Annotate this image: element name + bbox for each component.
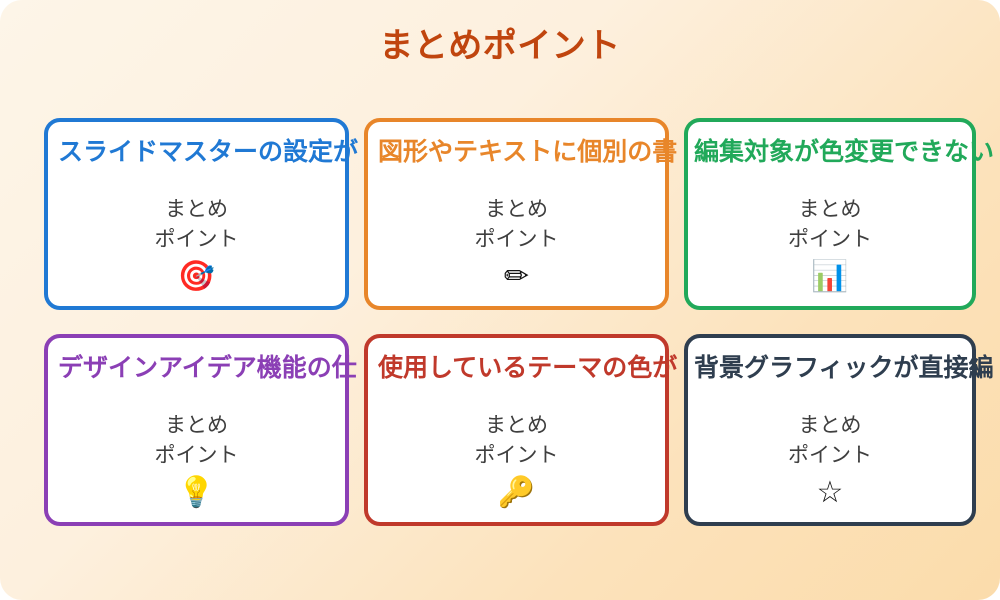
card-body-text: まとめ ポイント [788,413,872,468]
star-icon: ☆ [816,475,844,510]
card-body-text: まとめ ポイント [474,413,559,468]
bar-chart-icon: 📊 [811,259,849,294]
summary-card[interactable]: 使用しているテーマの色が まとめ ポイント 🔑 [364,334,677,526]
card-title: 背景グラフィックが直接編 [694,353,994,382]
target-dart-icon: 🎯 [177,259,216,294]
summary-card[interactable]: スライドマスターの設定が まとめ ポイント 🎯 [44,118,358,310]
summary-card-grid: スライドマスターの設定が まとめ ポイント 🎯 図形やテキストに個別の書 まとめ… [44,118,994,526]
card-body-text: まとめ ポイント [154,413,239,468]
card-body-text: まとめ ポイント [154,197,239,252]
card-title: 図形やテキストに個別の書 [378,137,678,166]
summary-card[interactable]: デザインアイデア機能の仕 まとめ ポイント 💡 [44,334,357,526]
pencil-icon: ✏ [503,259,530,294]
light-bulb-icon: 💡 [177,475,216,510]
card-title: 編集対象が色変更できない [694,137,995,166]
page-title: まとめポイント [379,26,621,66]
card-title: 使用しているテーマの色が [378,353,678,382]
card-title: スライドマスターの設定が [58,137,359,166]
summary-card[interactable]: 編集対象が色変更できない まとめ ポイント 📊 [684,118,994,310]
card-body-text: まとめ ポイント [788,197,872,252]
key-icon: 🔑 [497,475,536,510]
summary-card[interactable]: 図形やテキストに個別の書 まとめ ポイント ✏ [364,118,677,310]
card-title: デザインアイデア機能の仕 [58,353,357,382]
summary-card[interactable]: 背景グラフィックが直接編 まとめ ポイント ☆ [684,334,994,526]
card-body-text: まとめ ポイント [474,197,559,252]
